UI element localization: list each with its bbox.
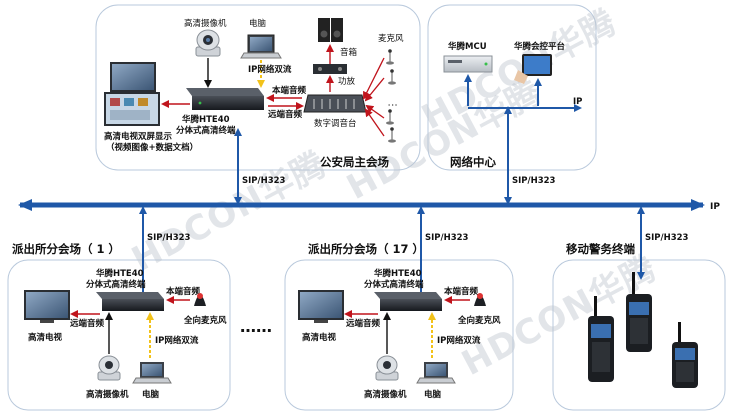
branch1-tv-icon: [24, 290, 70, 323]
mobile-sip-label: SIP/H323: [645, 233, 689, 243]
speaker-icon: [318, 18, 343, 42]
police-radio-icon: [588, 296, 614, 382]
mcu-icon: [443, 55, 493, 73]
branch17-tv-icon: [298, 290, 344, 323]
main-camera-label: 高清摄像机: [184, 18, 227, 29]
branch1-laptop-icon: [132, 362, 172, 384]
branch17-camera-icon: [375, 355, 399, 381]
laptop-icon: [240, 34, 282, 59]
branch17-remote-audio-label: 远端音频: [346, 318, 381, 329]
network-center-title: 网络中心: [450, 155, 496, 169]
hte40-terminal-icon: [186, 88, 264, 110]
platform-label: 华腾会控平台: [514, 41, 566, 52]
branch1-omni-mic-icon: [194, 293, 206, 306]
main-site-title: 公安局主会场: [320, 155, 389, 169]
branch17-terminal-icon: [374, 292, 442, 311]
main-local-audio-label: 本端音频: [272, 85, 307, 96]
branch17-local-audio-label: 本端音频: [444, 286, 479, 297]
amplifier-icon: [313, 64, 347, 74]
mixer-label: 数字调音台: [314, 118, 357, 129]
main-ip-dual-label: IP网络双流: [248, 64, 292, 75]
branch17-camera-label: 高清摄像机: [364, 389, 407, 400]
branch17-ip-dual-label: IP网络双流: [437, 335, 481, 346]
branch17-mic-label: 全向麦克风: [457, 315, 501, 326]
branch1-sip-label: SIP/H323: [147, 233, 191, 243]
main-tv-line1: 高清电视双屏显示: [104, 131, 173, 142]
branch17-terminal-line2: 分体式高清终端: [364, 279, 424, 290]
netcenter-sip-label: SIP/H323: [512, 176, 556, 186]
tablet-icon: [514, 54, 552, 84]
speaker-label: 音箱: [340, 47, 358, 58]
branch1-local-audio-label: 本端音频: [166, 286, 201, 297]
network-center-panel: [427, 4, 597, 171]
mobile-title: 移动警务终端: [566, 242, 635, 256]
branch17-terminal-line1: 华腾HTE40: [374, 268, 422, 279]
branch1-title: 派出所分会场（ 1 ）: [12, 242, 120, 256]
main-tv-line2: （视频图像+数据文档）: [106, 142, 198, 153]
branch1-mic-label: 全向麦克风: [183, 315, 227, 326]
netcenter-ip-label: IP: [573, 97, 582, 107]
branch1-tv-label: 高清电视: [28, 332, 63, 343]
police-radio-icon: [626, 272, 652, 352]
branch1-terminal-line2: 分体式高清终端: [86, 279, 146, 290]
branch17-tv-label: 高清电视: [302, 332, 337, 343]
main-terminal-line2: 分体式高清终端: [176, 125, 236, 136]
branch1-pc-label: 电脑: [142, 389, 160, 400]
main-pc-label: 电脑: [249, 18, 267, 29]
amp-label: 功放: [338, 76, 356, 87]
branch1-camera-icon: [97, 355, 121, 381]
branch17-sip-label: SIP/H323: [425, 233, 469, 243]
branch-ellipsis: ……: [240, 317, 272, 336]
main-sip-label: SIP/H323: [242, 176, 286, 186]
backbone-label: IP: [710, 202, 720, 212]
hd-camera-icon: [195, 29, 221, 57]
mcu-label: 华腾MCU: [448, 41, 487, 52]
branch1-remote-audio-label: 远端音频: [70, 318, 105, 329]
dual-screen-tv-icon: [104, 62, 160, 126]
main-remote-audio-label: 远端音频: [268, 109, 303, 120]
branch1-camera-label: 高清摄像机: [86, 389, 129, 400]
digital-mixer-icon: [303, 94, 367, 113]
branch17-title: 派出所分会场（ 17 ）: [308, 242, 424, 256]
branch1-terminal-line1: 华腾HTE40: [96, 268, 144, 279]
mic-dots: ⋮: [387, 100, 398, 110]
branch17-pc-label: 电脑: [424, 389, 442, 400]
main-terminal-line1: 华腾HTE40: [182, 114, 230, 125]
branch1-ip-dual-label: IP网络双流: [155, 335, 199, 346]
mic-label: 麦克风: [378, 33, 404, 44]
branch17-omni-mic-icon: [474, 293, 486, 306]
branch1-terminal-icon: [96, 292, 164, 311]
police-radio-icon: [672, 322, 698, 388]
branch17-laptop-icon: [416, 362, 456, 384]
microphone-icon: [386, 49, 396, 143]
